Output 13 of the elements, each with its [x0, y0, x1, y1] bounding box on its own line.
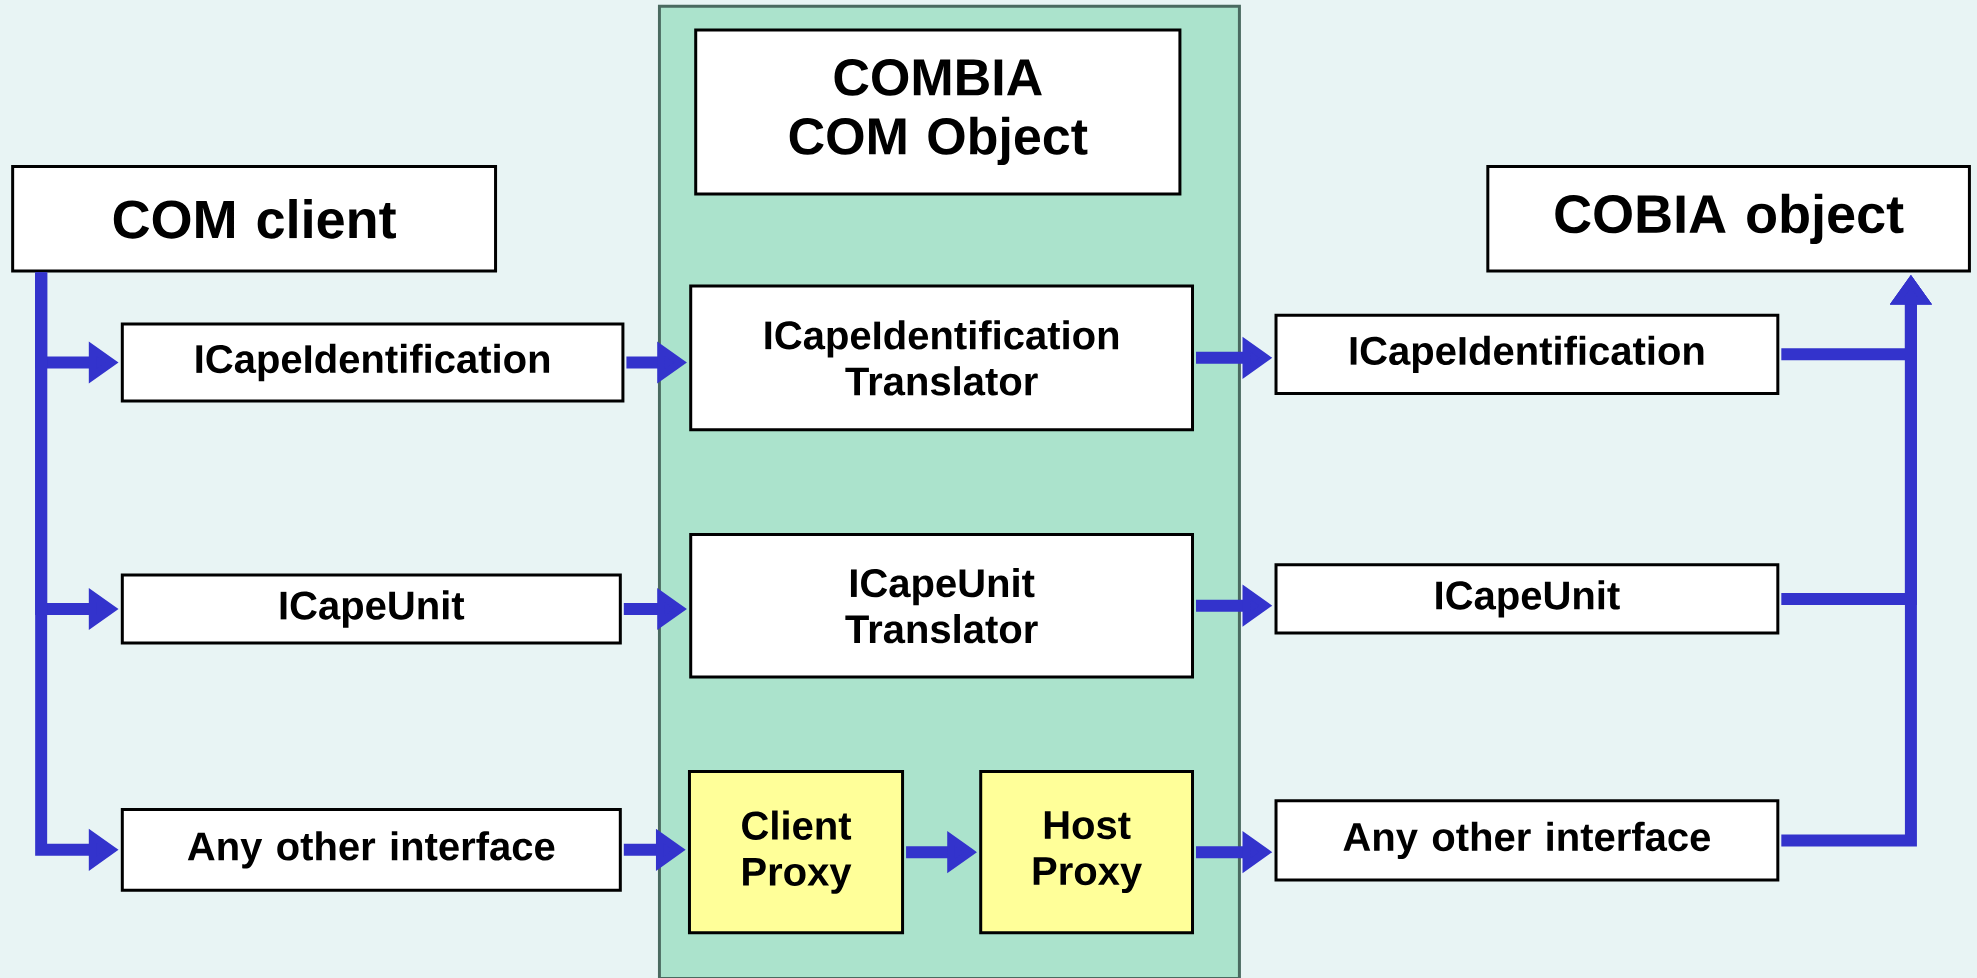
- title-box: COMBIA COM Object: [694, 28, 1182, 196]
- translator-box: ICapeIdentification Translator: [689, 284, 1194, 432]
- interface-box: ICapeIdentification: [1274, 313, 1780, 395]
- proxy-box: Host Proxy: [979, 769, 1194, 935]
- component-box: COBIA object: [1486, 165, 1971, 273]
- interface-box: ICapeUnit: [1274, 563, 1780, 635]
- interface-box: Any other interface: [1274, 799, 1780, 882]
- interface-box: ICapeIdentification: [120, 322, 625, 403]
- component-box: COM client: [11, 165, 498, 273]
- translator-box: ICapeUnit Translator: [689, 532, 1194, 679]
- proxy-box: Client Proxy: [687, 769, 905, 935]
- interface-box: ICapeUnit: [120, 573, 622, 645]
- interface-box: Any other interface: [120, 807, 622, 892]
